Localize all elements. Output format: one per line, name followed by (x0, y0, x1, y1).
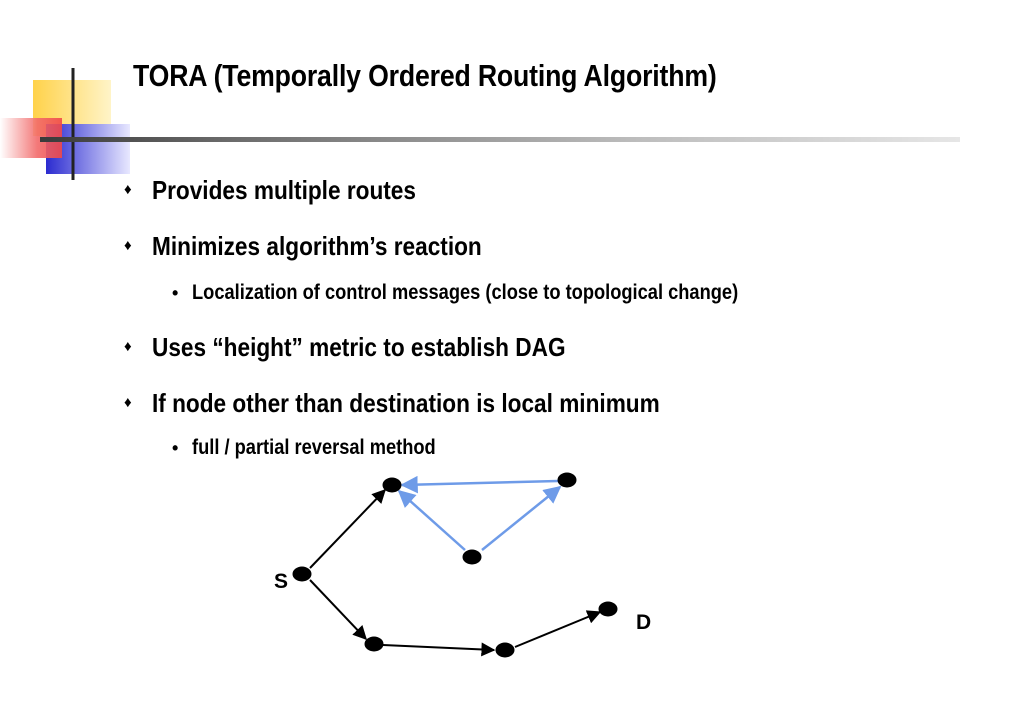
sub-bullet-text: full / partial reversal method (192, 436, 436, 459)
node-source (292, 566, 312, 582)
diamond-bullet-icon: ♦ (124, 180, 132, 198)
node-right (557, 472, 577, 488)
diamond-bullet-icon: ♦ (124, 236, 132, 254)
edge-mid-to-d (514, 610, 602, 648)
bullet-item: ♦ If node other than destination is local… (124, 388, 736, 419)
node-center (462, 549, 482, 565)
edge-right-to-upper (400, 475, 559, 494)
bullet-item: ♦ Minimizes algorithm’s reaction (124, 231, 531, 262)
edge-s-to-upper (309, 488, 386, 569)
diamond-bullet-icon: ♦ (124, 393, 132, 411)
edge-center-to-upper (397, 489, 466, 551)
node-mid (495, 642, 515, 658)
sub-bullet-text: Localization of control messages (close … (192, 281, 739, 304)
edge-center-to-right (481, 485, 562, 551)
destination-node-label: D (636, 611, 652, 634)
bullet-text: Provides multiple routes (152, 175, 416, 205)
dot-bullet-icon: • (172, 283, 179, 303)
title-divider (40, 137, 960, 142)
node-upper (382, 477, 402, 493)
bullet-text: If node other than destination is local … (152, 388, 660, 418)
edge-s-to-lower (309, 579, 367, 641)
source-node-label: S (274, 570, 289, 593)
sub-bullet-item: • Localization of control messages (close… (172, 281, 820, 305)
diamond-bullet-icon: ♦ (124, 337, 132, 355)
bullet-text: Minimizes algorithm’s reaction (152, 231, 482, 261)
node-destination (598, 601, 618, 617)
dot-bullet-icon: • (172, 438, 179, 458)
sub-bullet-item: • full / partial reversal method (172, 436, 472, 460)
bullet-text: Uses “height” metric to establish DAG (152, 332, 566, 362)
slide-title: TORA (Temporally Ordered Routing Algorit… (133, 58, 717, 93)
bullet-item: ♦ Provides multiple routes (124, 175, 455, 206)
bullet-item: ♦ Uses “height” metric to establish DAG (124, 332, 627, 363)
node-lower (364, 636, 384, 652)
edge-lower-to-mid (382, 642, 496, 657)
